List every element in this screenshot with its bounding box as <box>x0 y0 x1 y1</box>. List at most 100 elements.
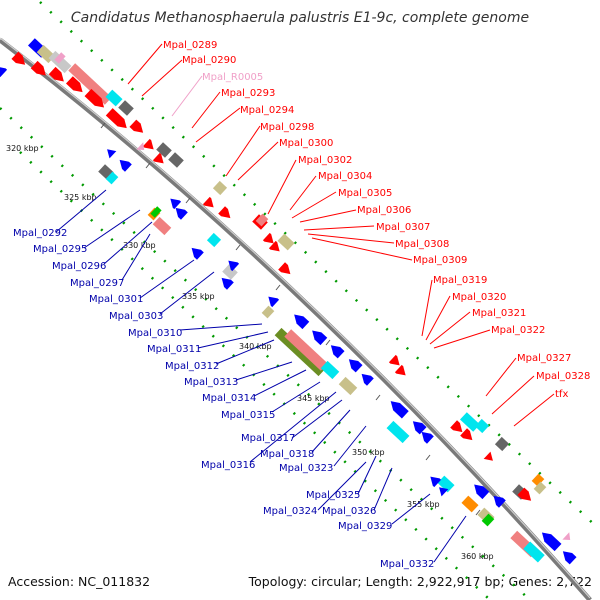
gene-block[interactable] <box>105 171 119 185</box>
gene-arrow[interactable] <box>265 293 280 308</box>
gene-arrow[interactable] <box>84 88 108 111</box>
gene-label[interactable]: Mpal_0300 <box>279 138 333 149</box>
gene-label[interactable]: Mpal_0321 <box>472 308 526 319</box>
gene-arrow[interactable] <box>225 257 240 272</box>
gene-label[interactable]: Mpal_0298 <box>260 122 314 133</box>
gene-block[interactable] <box>255 213 269 227</box>
gene-block[interactable] <box>284 329 328 371</box>
gene-block[interactable] <box>261 305 275 319</box>
gene-arrow[interactable] <box>387 398 409 419</box>
gene-arrow[interactable] <box>562 532 573 543</box>
gene-arrow[interactable] <box>30 60 50 79</box>
gene-label[interactable]: Mpal_0292 <box>13 228 67 239</box>
gene-label[interactable]: Mpal_0303 <box>109 311 163 322</box>
gene-label[interactable]: Mpal_0328 <box>536 371 590 382</box>
gene-label[interactable]: Mpal_0318 <box>260 449 314 460</box>
gene-arrow[interactable] <box>142 138 157 153</box>
gene-label[interactable]: Mpal_0311 <box>147 344 201 355</box>
gene-block[interactable] <box>206 232 222 248</box>
gene-label[interactable]: Mpal_0322 <box>491 325 545 336</box>
gene-label[interactable]: Mpal_0289 <box>163 40 217 51</box>
gene-block[interactable] <box>494 436 510 452</box>
gene-arrow[interactable] <box>172 204 188 220</box>
gene-label[interactable]: Mpal_0315 <box>221 410 275 421</box>
gene-block[interactable] <box>481 513 495 527</box>
gene-label[interactable]: Mpal_0296 <box>52 261 106 272</box>
gene-label[interactable]: Mpal_0305 <box>338 188 392 199</box>
gene-arrow[interactable] <box>291 311 310 330</box>
gene-label[interactable]: Mpal_0317 <box>241 433 295 444</box>
gene-label[interactable]: Mpal_0304 <box>318 171 372 182</box>
gene-arrow[interactable] <box>105 108 130 132</box>
gene-arrow[interactable] <box>278 262 294 277</box>
gene-label[interactable]: Mpal_0327 <box>517 353 571 364</box>
gene-arrow[interactable] <box>66 76 86 96</box>
gene-arrow[interactable] <box>450 420 466 435</box>
gene-label[interactable]: Mpal_0307 <box>376 222 430 233</box>
gene-label[interactable]: Mpal_0320 <box>452 292 506 303</box>
gene-label[interactable]: Mpal_0310 <box>128 328 182 339</box>
gene-label[interactable]: Mpal_0332 <box>380 559 434 570</box>
gene-block[interactable] <box>338 376 358 396</box>
gene-label[interactable]: tfx <box>555 389 568 400</box>
gene-label[interactable]: Mpal_0319 <box>433 275 487 286</box>
gene-arrow[interactable] <box>345 356 363 373</box>
gene-block[interactable] <box>437 475 455 493</box>
gene-block[interactable] <box>212 180 228 196</box>
gene-label[interactable]: Mpal_0316 <box>201 460 255 471</box>
gene-label[interactable]: Mpal_0323 <box>279 463 333 474</box>
gene-arrow[interactable] <box>394 364 409 379</box>
gene-arrow[interactable] <box>0 63 8 78</box>
gene-arrow[interactable] <box>460 428 476 443</box>
gene-label[interactable]: Mpal_0308 <box>395 239 449 250</box>
gene-arrow[interactable] <box>309 327 328 346</box>
gene-block[interactable] <box>386 420 410 444</box>
gene-label[interactable]: Mpal_0306 <box>357 205 411 216</box>
gene-arrow[interactable] <box>167 195 182 210</box>
gene-label[interactable]: Mpal_0329 <box>338 521 392 532</box>
gene-label[interactable]: Mpal_0312 <box>165 361 219 372</box>
gene-block[interactable] <box>460 412 480 432</box>
gene-block[interactable] <box>523 541 545 563</box>
gene-arrow[interactable] <box>517 487 534 505</box>
gene-label[interactable]: Mpal_R0005 <box>202 72 263 83</box>
gene-arrow[interactable] <box>327 342 345 359</box>
gene-block[interactable] <box>105 89 123 107</box>
gene-arrow[interactable] <box>539 529 562 552</box>
gene-block[interactable] <box>274 327 326 377</box>
gene-block[interactable] <box>461 495 479 513</box>
gene-label[interactable]: Mpal_0293 <box>221 88 275 99</box>
gene-arrow[interactable] <box>48 66 68 85</box>
gene-label[interactable]: Mpal_0314 <box>202 393 256 404</box>
gene-arrow[interactable] <box>268 240 283 255</box>
gene-arrow[interactable] <box>427 473 442 488</box>
gene-block[interactable] <box>152 216 172 236</box>
gene-label[interactable]: Mpal_0313 <box>184 377 238 388</box>
gene-arrow[interactable] <box>218 274 234 290</box>
gene-label[interactable]: Mpal_0295 <box>33 244 87 255</box>
gene-block[interactable] <box>118 100 134 116</box>
gene-label[interactable]: Mpal_0301 <box>89 294 143 305</box>
gene-arrow[interactable] <box>388 354 403 369</box>
gene-block[interactable] <box>156 142 172 158</box>
gene-block[interactable] <box>168 152 184 168</box>
gene-arrow[interactable] <box>358 370 374 386</box>
gene-arrow[interactable] <box>483 451 497 465</box>
gene-arrow[interactable] <box>559 548 577 565</box>
gene-block[interactable] <box>320 360 340 380</box>
gene-arrow[interactable] <box>188 244 204 260</box>
gene-arrow[interactable] <box>116 156 132 172</box>
gene-block[interactable] <box>68 63 112 105</box>
gene-block[interactable] <box>277 233 295 251</box>
gene-arrow[interactable] <box>129 119 146 137</box>
gene-arrow[interactable] <box>409 418 427 435</box>
gene-label[interactable]: Mpal_0297 <box>70 278 124 289</box>
gene-block[interactable] <box>222 264 238 280</box>
gene-label[interactable]: Mpal_0290 <box>182 55 236 66</box>
gene-arrow[interactable] <box>152 152 167 167</box>
gene-label[interactable]: Mpal_0325 <box>306 490 360 501</box>
gene-label[interactable]: Mpal_0324 <box>263 506 317 517</box>
gene-block[interactable] <box>531 473 545 487</box>
gene-arrow[interactable] <box>11 51 28 69</box>
gene-arrow[interactable] <box>418 428 434 444</box>
